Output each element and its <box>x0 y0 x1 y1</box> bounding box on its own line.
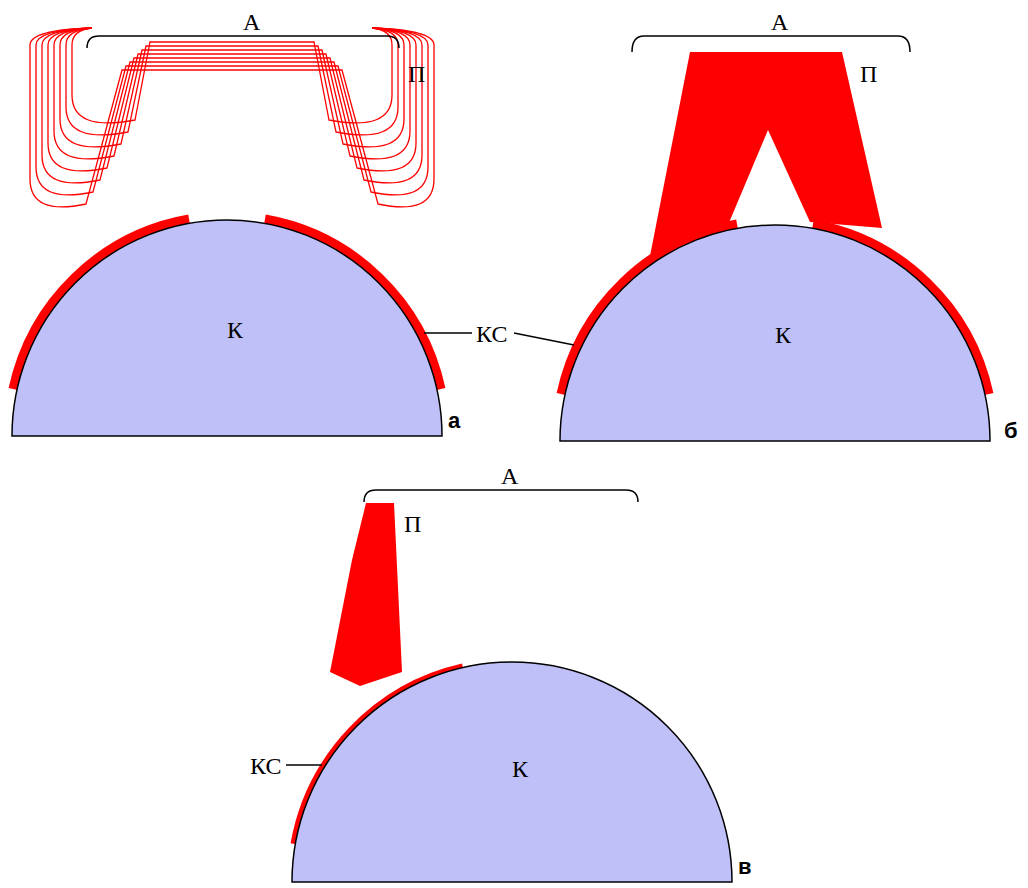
anode-label: А <box>501 464 518 488</box>
anode: А <box>630 6 912 54</box>
plasma-contour <box>232 28 428 195</box>
plasma-jet <box>330 503 402 686</box>
anode-bracket <box>87 36 399 48</box>
anode: А <box>362 460 640 504</box>
plasma-label: П <box>404 512 421 536</box>
plasma-contour <box>232 28 416 171</box>
plasma-contour <box>60 28 232 147</box>
anode-bracket <box>364 490 638 502</box>
panel-letter: а <box>448 410 460 432</box>
plasma-contour <box>232 28 422 183</box>
cathode-label: К <box>775 323 791 347</box>
plasma-contour <box>48 28 232 171</box>
panel-letter: в <box>738 856 752 878</box>
plasma-contour <box>232 28 434 207</box>
cathode-label: К <box>512 757 528 781</box>
leader-line <box>286 764 322 766</box>
plasma-contour <box>30 28 232 207</box>
spot-label: КС <box>476 322 507 346</box>
cathode: К <box>12 220 442 436</box>
plasma-contour <box>66 28 232 135</box>
panel-letter: б <box>1004 420 1018 442</box>
cathode-body <box>560 225 990 441</box>
anode-label: А <box>243 10 260 34</box>
cathode-body <box>12 220 442 436</box>
plasma-contour <box>36 28 232 195</box>
anode-label: А <box>771 10 788 34</box>
plasma-contours <box>30 28 434 207</box>
plasma-contour <box>232 28 404 147</box>
plasma-contour <box>232 28 392 123</box>
plasma-contour <box>54 28 232 159</box>
anode-bracket <box>632 36 910 52</box>
cathode: К <box>292 662 732 882</box>
anode: А <box>85 6 401 50</box>
plasma-label: П <box>408 62 425 86</box>
plasma-contour <box>42 28 232 183</box>
leader-line <box>424 332 472 334</box>
cathode-label: К <box>227 318 243 342</box>
plasma-contour <box>72 28 232 123</box>
plasma-contour <box>232 28 398 135</box>
spot-label: КС <box>250 754 281 778</box>
cathode-body <box>292 662 732 882</box>
plasma-label: П <box>860 62 877 86</box>
cathode: К <box>560 225 990 441</box>
plasma-contour <box>232 28 410 159</box>
leader-line <box>514 333 574 345</box>
